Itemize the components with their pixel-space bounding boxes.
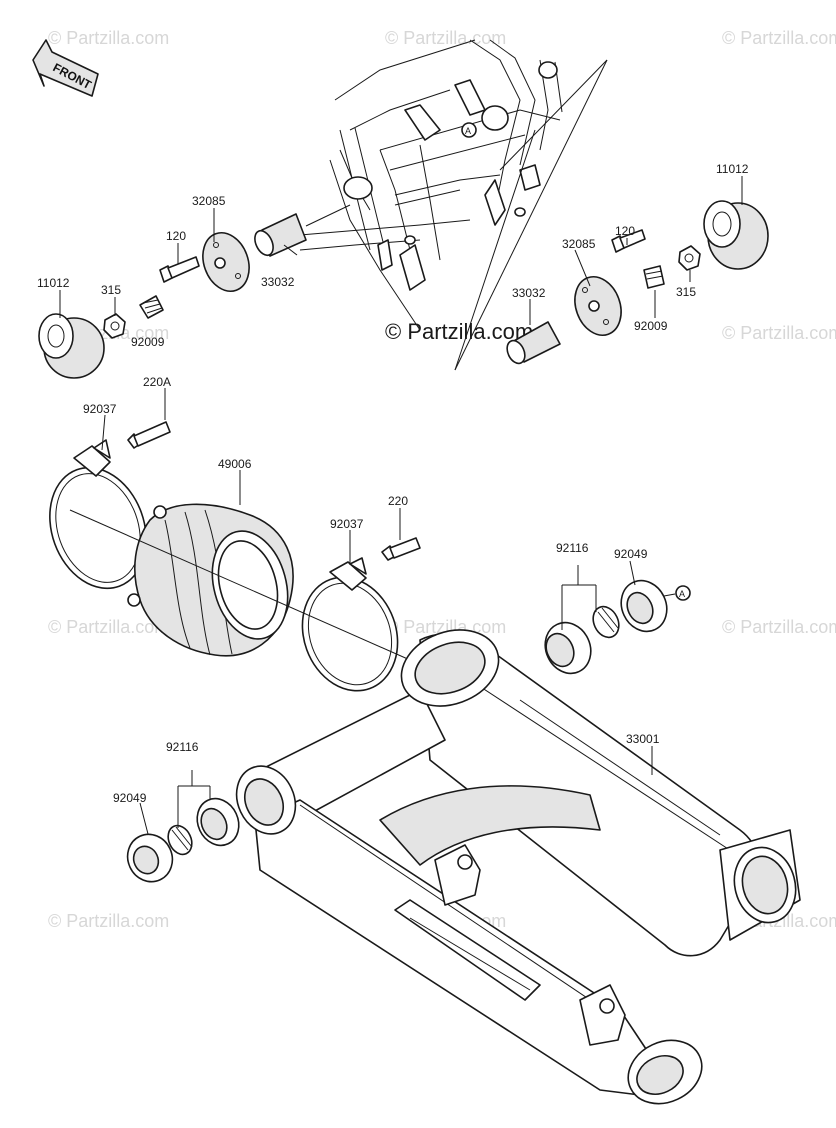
label-49006: 49006 bbox=[218, 457, 252, 471]
center-watermark: © Partzilla.com bbox=[385, 319, 533, 344]
label-92009-right: 92009 bbox=[634, 319, 668, 333]
part-labels: 11012 11012 32085 32085 120 120 315 315 … bbox=[37, 162, 749, 805]
bearing-group-right: A bbox=[544, 565, 691, 675]
label-315-left: 315 bbox=[101, 283, 121, 297]
label-32085-left: 32085 bbox=[192, 194, 226, 208]
label-11012-right: 11012 bbox=[716, 162, 749, 176]
label-33001: 33001 bbox=[626, 732, 660, 746]
leader-lines bbox=[59, 176, 743, 835]
label-220: 220 bbox=[388, 494, 408, 508]
label-32085-right: 32085 bbox=[562, 237, 596, 251]
label-92037-left: 92037 bbox=[83, 402, 117, 416]
label-120-right: 120 bbox=[615, 224, 635, 238]
watermark: © Partzilla.com bbox=[722, 28, 836, 48]
watermark: © Partzilla.com bbox=[48, 911, 169, 931]
boot-group bbox=[49, 421, 421, 692]
front-arrow: FRONT bbox=[32, 39, 99, 97]
label-92049-left: 92049 bbox=[113, 791, 147, 805]
label-33032-right: 33032 bbox=[512, 286, 546, 300]
label-220a: 220A bbox=[143, 375, 171, 389]
label-92116-left: 92116 bbox=[166, 740, 199, 754]
right-mount-group bbox=[506, 200, 769, 365]
label-33032-left: 33032 bbox=[261, 275, 295, 289]
label-315-right: 315 bbox=[676, 285, 696, 299]
label-92049-right: 92049 bbox=[614, 547, 648, 561]
label-92116-right: 92116 bbox=[556, 541, 589, 555]
label-11012-left: 11012 bbox=[37, 276, 70, 290]
watermark: © Partzilla.com bbox=[48, 28, 169, 48]
watermark: © Partzilla.com bbox=[722, 617, 836, 637]
label-120-left: 120 bbox=[166, 229, 186, 243]
watermark: © Partzilla.com bbox=[722, 323, 836, 343]
marker-a: A bbox=[679, 589, 685, 599]
label-92009-left: 92009 bbox=[131, 335, 165, 349]
label-92037-right: 92037 bbox=[330, 517, 364, 531]
watermark: © Partzilla.com bbox=[48, 617, 169, 637]
bearing-group-left bbox=[126, 770, 240, 883]
marker-a: A bbox=[465, 126, 471, 136]
left-mount-group bbox=[38, 204, 351, 379]
swingarm bbox=[235, 629, 801, 1105]
frame-section: A bbox=[299, 39, 608, 371]
watermark: © Partzilla.com bbox=[385, 28, 506, 48]
